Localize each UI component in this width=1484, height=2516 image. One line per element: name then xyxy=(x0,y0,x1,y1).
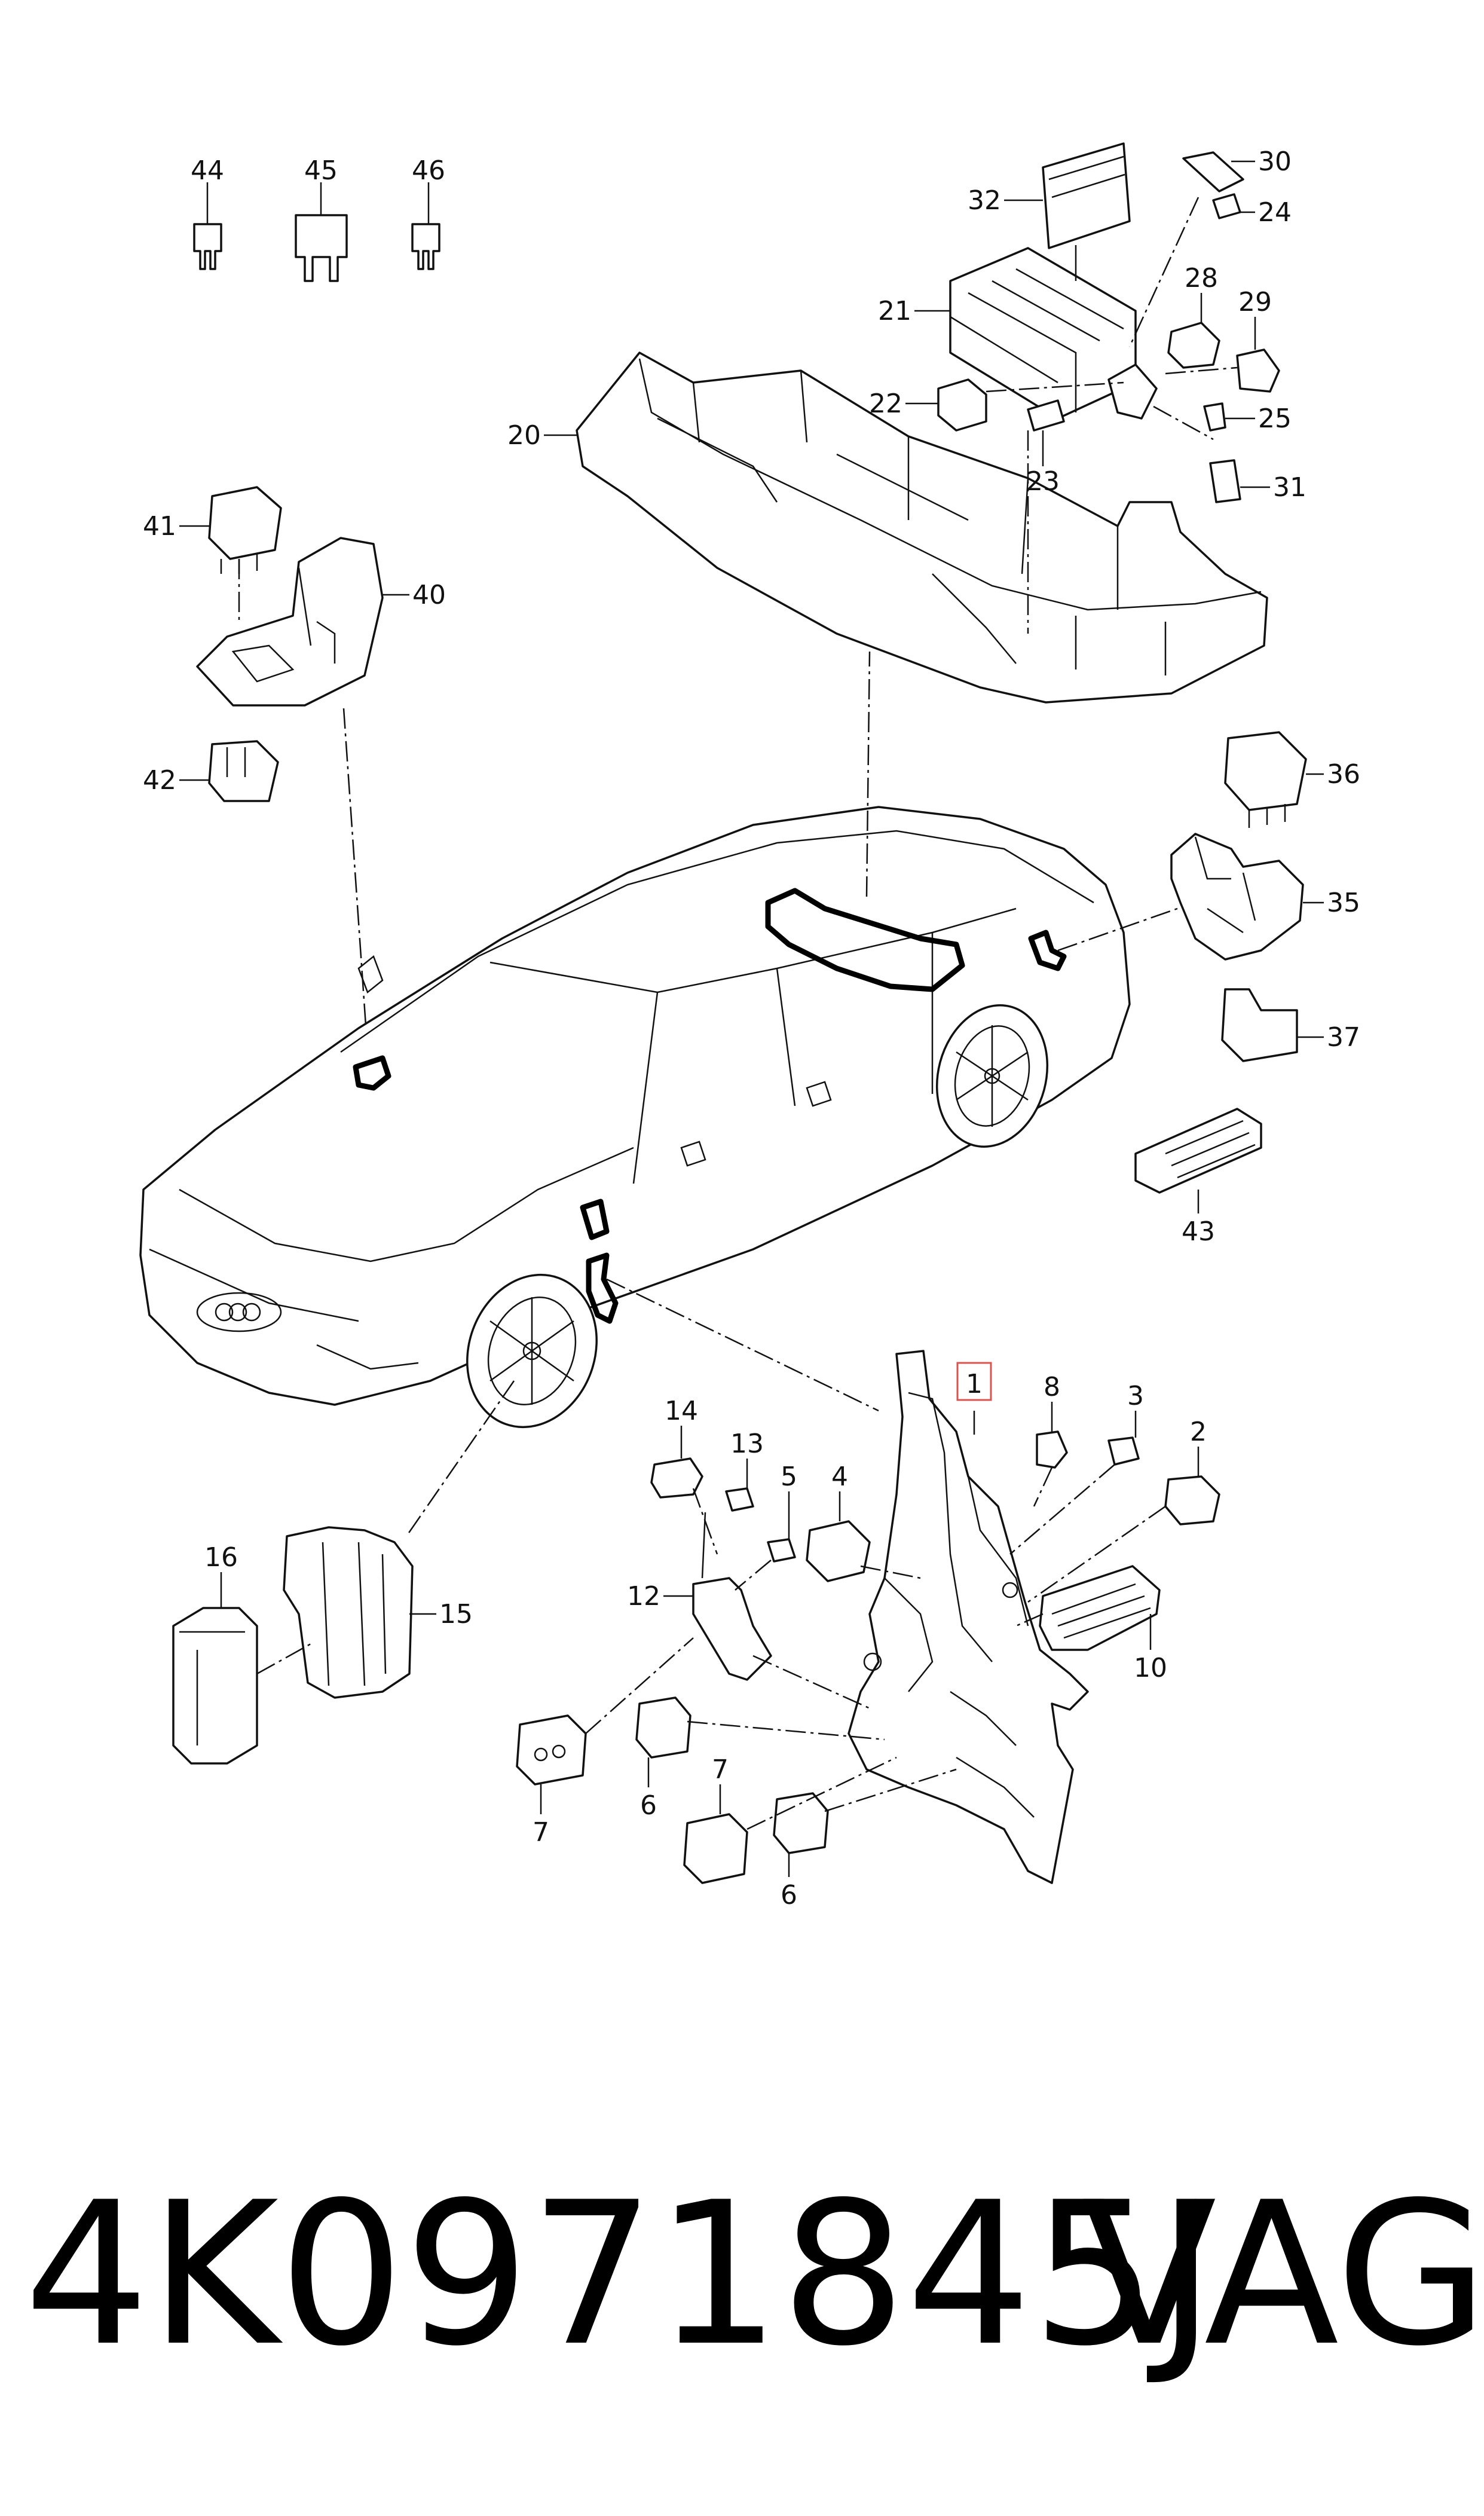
fuse-44 xyxy=(193,182,222,270)
location-rear-carrier xyxy=(765,888,965,992)
bracket-30 xyxy=(1182,151,1255,192)
callout-16: 16 xyxy=(204,1542,238,1573)
callout-37: 37 xyxy=(1327,1022,1360,1053)
fuse-46 xyxy=(411,182,440,270)
callout-28: 28 xyxy=(1185,263,1218,294)
car-body xyxy=(139,806,1131,1406)
fuse-carrier-43 xyxy=(1134,1108,1262,1213)
cover-16 xyxy=(172,1572,258,1765)
relay-36 xyxy=(1224,731,1324,828)
fuse-5 xyxy=(767,1491,796,1563)
brand-caption: VAG xyxy=(1082,2160,1484,2389)
connector-7a xyxy=(516,1714,587,1814)
connector-7b xyxy=(683,1784,748,1884)
callout-14: 14 xyxy=(665,1396,698,1426)
callout-22: 22 xyxy=(869,389,902,419)
callout-13: 13 xyxy=(730,1429,764,1459)
control-unit-10 xyxy=(1039,1565,1161,1651)
relay-carrier-35 xyxy=(1170,833,1324,961)
callout-10: 10 xyxy=(1134,1653,1167,1683)
callout-2: 2 xyxy=(1190,1417,1207,1447)
relay-42 xyxy=(179,740,279,802)
location-small-right xyxy=(1028,930,1067,971)
callout-36: 36 xyxy=(1327,759,1360,790)
connector-14 xyxy=(650,1426,703,1499)
callout-1: 1 xyxy=(966,1369,983,1399)
callout-46: 46 xyxy=(412,155,445,186)
callout-40: 40 xyxy=(412,580,446,610)
relay-22 xyxy=(905,378,987,432)
relay-4 xyxy=(806,1491,871,1582)
callout-6b: 6 xyxy=(781,1880,797,1910)
callout-41: 41 xyxy=(143,511,176,542)
callout-4: 4 xyxy=(831,1462,848,1492)
callout-20: 20 xyxy=(507,420,541,451)
support-bracket-20 xyxy=(544,351,1268,704)
fuse-31 xyxy=(1209,459,1270,503)
callout-5: 5 xyxy=(781,1462,797,1492)
car-wheel-rear xyxy=(935,1004,1049,1148)
callout-8: 8 xyxy=(1044,1372,1060,1402)
relay-29 xyxy=(1236,317,1280,393)
parts-diagram: 44 45 46 30 32 24 28 29 21 22 25 20 23 3… xyxy=(139,142,1360,1910)
location-a-pillar-bottom xyxy=(586,1252,619,1324)
fuse-23 xyxy=(1027,399,1065,466)
location-a-pillar-top xyxy=(580,1199,610,1240)
relay-carrier-40 xyxy=(196,537,409,707)
part-number-caption: 4K0971845J xyxy=(24,2160,1216,2389)
connector-6a xyxy=(635,1696,691,1787)
relay-41 xyxy=(179,486,282,574)
callout-3: 3 xyxy=(1127,1381,1144,1411)
callout-15: 15 xyxy=(439,1599,473,1630)
callout-7b: 7 xyxy=(712,1754,729,1785)
callout-31: 31 xyxy=(1273,472,1306,503)
callout-45: 45 xyxy=(304,155,338,186)
callout-7a: 7 xyxy=(533,1817,549,1848)
callout-23: 23 xyxy=(1026,466,1060,497)
fuse-3 xyxy=(1107,1411,1140,1466)
connector-6b xyxy=(773,1792,829,1877)
relay-plate-1 xyxy=(847,1350,1089,1884)
relay-2 xyxy=(1164,1447,1220,1526)
fuse-25 xyxy=(1203,402,1255,432)
location-left-relay xyxy=(353,1055,391,1091)
relay-28 xyxy=(1167,293,1220,369)
connector-12 xyxy=(663,1512,772,1681)
fuse-8 xyxy=(1036,1402,1068,1469)
control-unit-32 xyxy=(1004,142,1131,249)
callout-30: 30 xyxy=(1258,146,1292,177)
callout-32: 32 xyxy=(968,185,1001,216)
callout-6a: 6 xyxy=(640,1790,657,1821)
callout-35: 35 xyxy=(1327,888,1360,918)
bracket-connector-24 xyxy=(1107,193,1255,420)
callout-25: 25 xyxy=(1258,403,1292,434)
relay-37 xyxy=(1221,988,1324,1062)
callout-21: 21 xyxy=(878,296,911,326)
callout-24: 24 xyxy=(1258,197,1292,228)
callout-43: 43 xyxy=(1182,1216,1215,1247)
callout-44: 44 xyxy=(191,155,224,186)
callout-29: 29 xyxy=(1238,287,1272,317)
relay-carrier-15 xyxy=(283,1526,436,1699)
callout-1-highlight xyxy=(956,1362,992,1401)
fuse-13 xyxy=(725,1459,754,1512)
fuse-45 xyxy=(295,182,348,282)
callout-42: 42 xyxy=(143,765,176,796)
car-wheel-front xyxy=(466,1273,598,1429)
callout-12: 12 xyxy=(627,1581,660,1612)
